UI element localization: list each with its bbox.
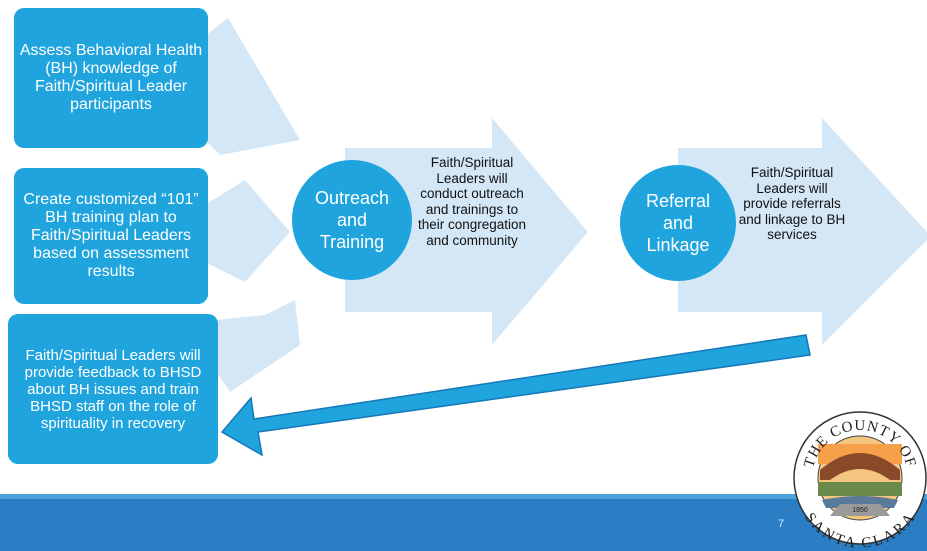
stage-arrow-1	[345, 118, 588, 345]
referral-description: Faith/Spiritual Leaders will provide ref…	[738, 165, 846, 242]
input-arrow-1	[200, 18, 300, 155]
create-plan-box-text: Create customized “101” BH training plan…	[23, 191, 199, 280]
seal-year: 1850	[852, 507, 868, 514]
feedback-arrow	[220, 334, 811, 457]
outreach-circle: Outreach and Training	[292, 160, 412, 280]
feedback-box: Faith/Spiritual Leaders will provide fee…	[8, 314, 218, 464]
outreach-circle-label: Outreach and Training	[314, 188, 390, 252]
footer-accent	[0, 494, 927, 500]
footer-bar	[0, 499, 927, 551]
county-seal: 1850 THE COUNTY OF SANTA CLARA	[793, 411, 927, 548]
create-plan-box: Create customized “101” BH training plan…	[14, 168, 208, 304]
page-number: 7	[778, 518, 785, 530]
input-arrow-3	[205, 300, 300, 392]
outreach-description: Faith/Spiritual Leaders will conduct out…	[417, 155, 527, 248]
referral-circle: Referral and Linkage	[620, 165, 736, 281]
assess-box: Assess Behavioral Health (BH) knowledge …	[14, 8, 208, 148]
feedback-box-text: Faith/Spiritual Leaders will provide fee…	[24, 346, 202, 432]
assess-box-text: Assess Behavioral Health (BH) knowledge …	[19, 42, 203, 113]
stage-arrow-2	[678, 118, 927, 345]
referral-circle-label: Referral and Linkage	[645, 191, 711, 255]
input-arrow-2	[205, 180, 290, 282]
